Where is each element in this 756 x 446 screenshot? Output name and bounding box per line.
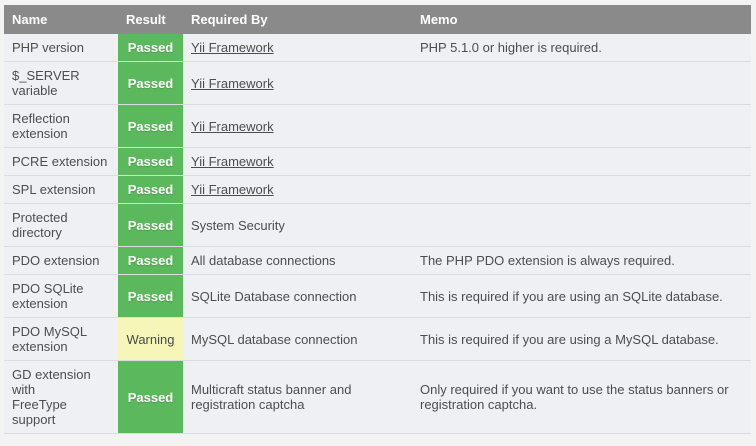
- result-badge: Passed: [118, 147, 183, 176]
- required-by-link[interactable]: Yii Framework: [191, 154, 274, 169]
- required-by-cell: Yii Framework: [183, 175, 412, 204]
- result-badge: Passed: [118, 104, 183, 148]
- requirement-name: PDO MySQL extension: [4, 317, 118, 361]
- memo-text: The PHP PDO extension is always required…: [412, 246, 751, 275]
- column-header-memo: Memo: [412, 5, 751, 34]
- requirement-name: Protected directory: [4, 203, 118, 247]
- required-by-cell: Multicraft status banner and registratio…: [183, 360, 412, 434]
- result-badge: Passed: [118, 61, 183, 105]
- memo-text: This is required if you are using an SQL…: [412, 274, 751, 318]
- memo-text: [412, 61, 751, 105]
- requirement-name: PHP version: [4, 34, 118, 62]
- result-badge: Passed: [118, 246, 183, 275]
- requirement-name: Reflection extension: [4, 104, 118, 148]
- required-by-cell: All database connections: [183, 246, 412, 275]
- requirement-name: PCRE extension: [4, 147, 118, 176]
- required-by-link[interactable]: Yii Framework: [191, 40, 274, 55]
- requirement-name: PDO extension: [4, 246, 118, 275]
- table-header: Name Result Required By Memo: [4, 5, 751, 34]
- memo-text: [412, 175, 751, 204]
- required-by-cell: Yii Framework: [183, 61, 412, 105]
- requirement-name: GD extension with FreeType support: [4, 360, 118, 434]
- result-badge: Passed: [118, 203, 183, 247]
- result-badge: Passed: [118, 34, 183, 62]
- required-by-cell: SQLite Database connection: [183, 274, 412, 318]
- required-by-cell: System Security: [183, 203, 412, 247]
- required-by-cell: Yii Framework: [183, 34, 412, 62]
- requirement-name: $_SERVER variable: [4, 61, 118, 105]
- column-header-name: Name: [4, 5, 118, 34]
- column-header-required-by: Required By: [183, 5, 412, 34]
- requirement-name: PDO SQLite extension: [4, 274, 118, 318]
- result-badge: Passed: [118, 175, 183, 204]
- memo-text: [412, 104, 751, 148]
- required-by-link[interactable]: Yii Framework: [191, 75, 274, 91]
- result-badge: Warning: [118, 317, 183, 361]
- result-badge: Passed: [118, 360, 183, 434]
- column-header-result: Result: [118, 5, 183, 34]
- memo-text: [412, 147, 751, 176]
- required-by-cell: Yii Framework: [183, 104, 412, 148]
- required-by-cell: MySQL database connection: [183, 317, 412, 361]
- memo-text: PHP 5.1.0 or higher is required.: [412, 34, 751, 62]
- requirements-table: Name Result Required By Memo PHP version…: [4, 5, 751, 434]
- table-header-row: Name Result Required By Memo: [4, 5, 751, 34]
- memo-text: Only required if you want to use the sta…: [412, 360, 751, 434]
- memo-text: This is required if you are using a MySQ…: [412, 317, 751, 361]
- requirement-name: SPL extension: [4, 175, 118, 204]
- required-by-link[interactable]: Yii Framework: [191, 182, 274, 197]
- result-badge: Passed: [118, 274, 183, 318]
- required-by-cell: Yii Framework: [183, 147, 412, 176]
- required-by-link[interactable]: Yii Framework: [191, 118, 274, 134]
- memo-text: [412, 203, 751, 247]
